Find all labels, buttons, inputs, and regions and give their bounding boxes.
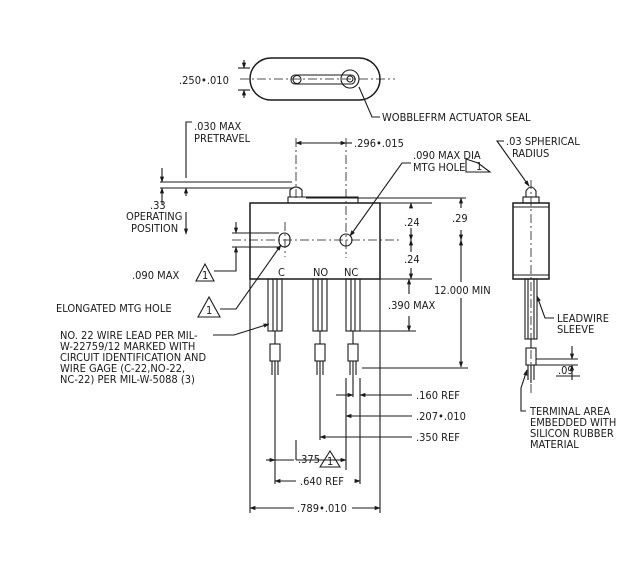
- terminal-c: [267, 278, 283, 378]
- bottom-dimensions: .160 REF .207•.010 .350 REF .375 1 .640 …: [249, 279, 466, 515]
- wire-note-text: NO. 22 WIRE LEAD PER MIL- W-22759/12 MAR…: [60, 329, 209, 386]
- max-090-value: .090 MAX: [132, 269, 179, 282]
- operating-position-value: .33: [150, 199, 166, 212]
- mtg-hole-label: .090 MAX DIA MTG HOLE: [413, 149, 484, 174]
- lead-length-dimension: 12.000 MIN: [434, 284, 491, 297]
- dimension-24-upper: .24: [404, 216, 420, 229]
- mtg-hole-callout: .090 MAX DIA MTG HOLE 1: [349, 149, 492, 237]
- terminal-nc-label: NC: [344, 266, 358, 279]
- operating-position-label: OPERATING POSITION: [126, 210, 186, 235]
- max-390-dimension: .390 MAX: [360, 278, 435, 332]
- switch-side-view: [512, 180, 550, 395]
- dimension-24-lower: .24: [404, 253, 420, 266]
- center-spacing-dimension: .296•.015: [295, 137, 404, 150]
- dimension-09: .09: [558, 364, 574, 377]
- center-spacing-value: .296•.015: [354, 137, 404, 150]
- elongated-hole-label: ELONGATED MTG HOLE: [56, 302, 172, 315]
- seal-width-dimension: .250•.010: [179, 74, 229, 87]
- terminal-nc: [345, 278, 361, 378]
- max-390-value: .390 MAX: [388, 299, 435, 312]
- ref-350-dimension: .350 REF: [416, 431, 460, 444]
- terminal-area-label: TERMINAL AREA EMBEDDED WITH SILICON RUBB…: [529, 405, 619, 451]
- terminal-area-callout: TERMINAL AREA EMBEDDED WITH SILICON RUBB…: [520, 369, 619, 451]
- spherical-radius-callout: .03 SPHERICAL RADIUS: [495, 135, 583, 187]
- dimension-09-group: .09: [536, 346, 580, 380]
- terminal-no-label: NO: [313, 266, 328, 279]
- max-090-dimension: .090 MAX 1: [132, 222, 279, 282]
- note-flag: 1: [327, 455, 333, 468]
- pretravel-dimension: .030 MAX PRETRAVEL .33 OPERATING POSITIO…: [126, 120, 292, 235]
- terminal-no: [312, 278, 328, 378]
- note-flag: 1: [476, 160, 482, 173]
- terminal-c-label: C: [278, 266, 285, 279]
- spherical-radius-label: .03 SPHERICAL RADIUS: [506, 135, 583, 160]
- note-flag: 1: [206, 304, 212, 317]
- dimension-29: .29: [452, 212, 468, 225]
- actuator-seal-label: WOBBLEFRM ACTUATOR SEAL: [382, 111, 531, 124]
- leadwire-sleeve-callout: LEADWIRE SLEEVE: [536, 295, 612, 336]
- vertical-dimensions: .24 .24 .29 12.000 MIN: [358, 197, 491, 369]
- note-flag: 1: [202, 269, 208, 282]
- wire-note: NO. 22 WIRE LEAD PER MIL- W-22759/12 MAR…: [60, 323, 270, 386]
- pretravel-label: .030 MAX PRETRAVEL: [194, 120, 251, 145]
- elongated-hole-callout: ELONGATED MTG HOLE 1: [56, 244, 282, 318]
- ref-160-dimension: .160 REF: [416, 389, 460, 402]
- actuator-seal-top-view: .250•.010 WOBBLEFRM ACTUATOR SEAL: [179, 57, 531, 124]
- ref-640-dimension: .640 REF: [300, 475, 344, 488]
- switch-front-view: C NO NC: [232, 138, 400, 378]
- leadwire-sleeve-label: LEADWIRE SLEEVE: [557, 312, 612, 336]
- dimension-207: .207•.010: [416, 410, 466, 423]
- overall-width-dimension: .789•.010: [297, 502, 347, 515]
- dimension-375: .375: [298, 453, 320, 466]
